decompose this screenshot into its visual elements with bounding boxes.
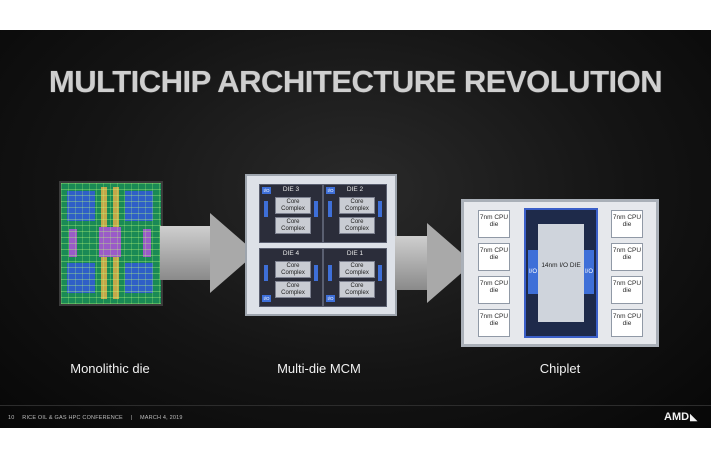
mcm-die-3: DIE 3 Core Complex Core Complex I/O (259, 184, 323, 243)
slide-title: MULTICHIP ARCHITECTURE REVOLUTION (48, 64, 663, 99)
multi-die-mcm-diagram: DIE 3 Core Complex Core Complex I/O DIE … (245, 174, 397, 316)
die-label: DIE 2 (346, 186, 364, 193)
core-complex: Core Complex (275, 261, 311, 278)
io-label: I/O (326, 295, 335, 302)
io-label: I/O (326, 187, 335, 194)
die-label: DIE 1 (346, 250, 364, 257)
mcm-die-2: DIE 2 Core Complex Core Complex I/O (323, 184, 387, 243)
cpu-die: 7nm CPU die (478, 243, 510, 271)
event-date: MARCH 4, 2019 (140, 415, 183, 421)
mcm-die-1: DIE 1 Core Complex Core Complex I/O (323, 248, 387, 307)
die-block (67, 263, 95, 293)
core-complex: Core Complex (339, 261, 375, 278)
io-die-label: 14nm I/O DIE (541, 262, 581, 269)
die-core (99, 227, 121, 257)
core-complex: Core Complex (275, 281, 311, 298)
monolithic-die-image (59, 181, 163, 306)
die-block (125, 263, 153, 293)
logo-text: AMD (664, 411, 690, 423)
cpu-die: 7nm CPU die (611, 210, 643, 238)
event-name: RICE OIL & GAS HPC CONFERENCE (22, 415, 123, 421)
core-complex: Core Complex (339, 217, 375, 234)
core-complex: Core Complex (339, 197, 375, 214)
io-port (378, 265, 382, 281)
io-port (264, 265, 268, 281)
die-block (125, 191, 153, 221)
io-port (328, 201, 332, 217)
core-complex: Core Complex (339, 281, 375, 298)
io-port (314, 265, 318, 281)
io-port (378, 201, 382, 217)
slide: MULTICHIP ARCHITECTURE REVOLUTION DIE 3 … (0, 30, 711, 428)
io-die: I/O I/O 14nm I/O DIE (524, 208, 598, 338)
io-label: I/O (262, 295, 271, 302)
core-complex: Core Complex (275, 217, 311, 234)
footer-divider (0, 405, 711, 406)
cpu-die: 7nm CPU die (478, 276, 510, 304)
cpu-die: 7nm CPU die (611, 276, 643, 304)
amd-arrow-icon: ◣ (690, 412, 697, 422)
cpu-die: 7nm CPU die (611, 243, 643, 271)
io-label: I/O (584, 250, 594, 294)
footer-separator: | (130, 415, 133, 421)
die-label: DIE 3 (282, 186, 300, 193)
mcm-die-4: DIE 4 Core Complex Core Complex I/O (259, 248, 323, 307)
chiplet-diagram: 7nm CPU die 7nm CPU die 7nm CPU die 7nm … (461, 199, 659, 347)
page-number: 10 (8, 415, 15, 421)
io-port (328, 265, 332, 281)
cpu-die: 7nm CPU die (478, 309, 510, 337)
io-label: I/O (262, 187, 271, 194)
io-port (314, 201, 318, 217)
die-core (143, 229, 151, 257)
die-label: DIE 4 (282, 250, 300, 257)
cpu-die: 7nm CPU die (611, 309, 643, 337)
die-block (67, 191, 95, 221)
amd-logo: AMD◣ (664, 411, 697, 423)
caption-chiplet: Chiplet (539, 361, 581, 376)
cpu-die: 7nm CPU die (478, 210, 510, 238)
caption-monolithic: Monolithic die (70, 361, 150, 376)
io-port (264, 201, 268, 217)
die-core (69, 229, 77, 257)
core-complex: Core Complex (275, 197, 311, 214)
caption-mcm: Multi-die MCM (277, 361, 361, 376)
io-die-core (538, 224, 584, 322)
io-label: I/O (528, 250, 538, 294)
die-grid (61, 183, 161, 304)
slide-footer: 10 RICE OIL & GAS HPC CONFERENCE | MARCH… (8, 415, 189, 421)
